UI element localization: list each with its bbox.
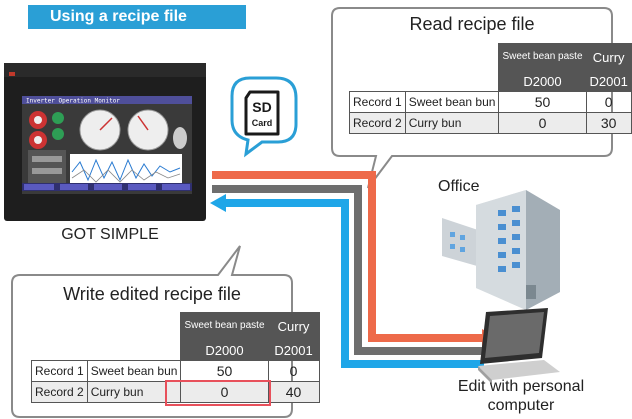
write-panel-title: Write edited recipe file [63,284,241,304]
read-panel-title: Read recipe file [409,14,535,34]
edited-values-highlight [165,380,271,406]
blank-cell [350,71,406,92]
blank-cell [405,71,499,92]
recipe-name: Curry bun [404,112,500,134]
device-header: D2001 [267,339,320,361]
laptop-icon [478,308,560,384]
blank-cell [32,340,88,361]
value-cell: 40 [267,381,320,403]
col-header: Sweet bean paste [180,312,269,340]
hmi-label: GOT SIMPLE [61,226,159,243]
sd-card-icon: SD Card [244,90,280,136]
col-header: Curry [267,312,320,340]
value-cell: 50 [498,91,587,113]
value-cell: 0 [498,112,587,134]
table-row: Record 2 Curry bun 0 40 [31,381,320,403]
table-row: Record 2 Curry bun 0 30 [349,112,632,134]
recipe-name: Sweet bean bun [86,360,182,382]
sd-card-sublabel: Card [252,118,273,128]
record-label: Record 1 [31,360,88,382]
recipe-name: Curry bun [86,381,182,403]
table-header-row: Sweet bean paste Curry [32,312,320,340]
blank-cell [87,340,181,361]
record-label: Record 1 [349,91,406,113]
section-title: Using a recipe file [28,5,246,29]
device-row: D2000 D2001 [32,339,320,361]
office-label: Office [438,178,480,195]
blank-cell [32,313,88,340]
device-header: D2000 [180,339,269,361]
device-row: D2000 D2001 [350,70,632,92]
blue-arrow-head [210,194,226,212]
recipe-name: Sweet bean bun [404,91,500,113]
value-cell: 0 [585,91,632,113]
device-header: D2001 [585,70,632,92]
table-row: Record 1 Sweet bean bun 50 0 [31,360,320,382]
read-recipe-table: Sweet bean paste Curry D2000 D2001 Recor… [349,43,632,134]
blank-cell [350,44,406,71]
hmi-screen-title: Inverter Operation Monitor [26,98,120,105]
record-label: Record 2 [31,381,88,403]
blank-cell [405,44,499,71]
col-header: Sweet bean paste [498,43,587,71]
sd-card-label: SD [252,99,271,115]
device-header: D2000 [498,70,587,92]
hmi-device-icon: Inverter Operation Monitor [4,63,206,221]
value-cell: 0 [267,360,320,382]
table-row: Record 1 Sweet bean bun 50 0 [349,91,632,113]
record-label: Record 2 [349,112,406,134]
value-cell: 50 [180,360,269,382]
office-building-icon [442,190,560,310]
blank-cell [87,313,181,340]
pc-label: Edit with personal computer [457,378,585,414]
value-cell: 30 [585,112,632,134]
table-header-row: Sweet bean paste Curry [350,43,632,71]
value-cell: 0 [180,381,269,403]
col-header: Curry [585,43,632,71]
write-recipe-table: Sweet bean paste Curry D2000 D2001 Recor… [31,312,320,403]
